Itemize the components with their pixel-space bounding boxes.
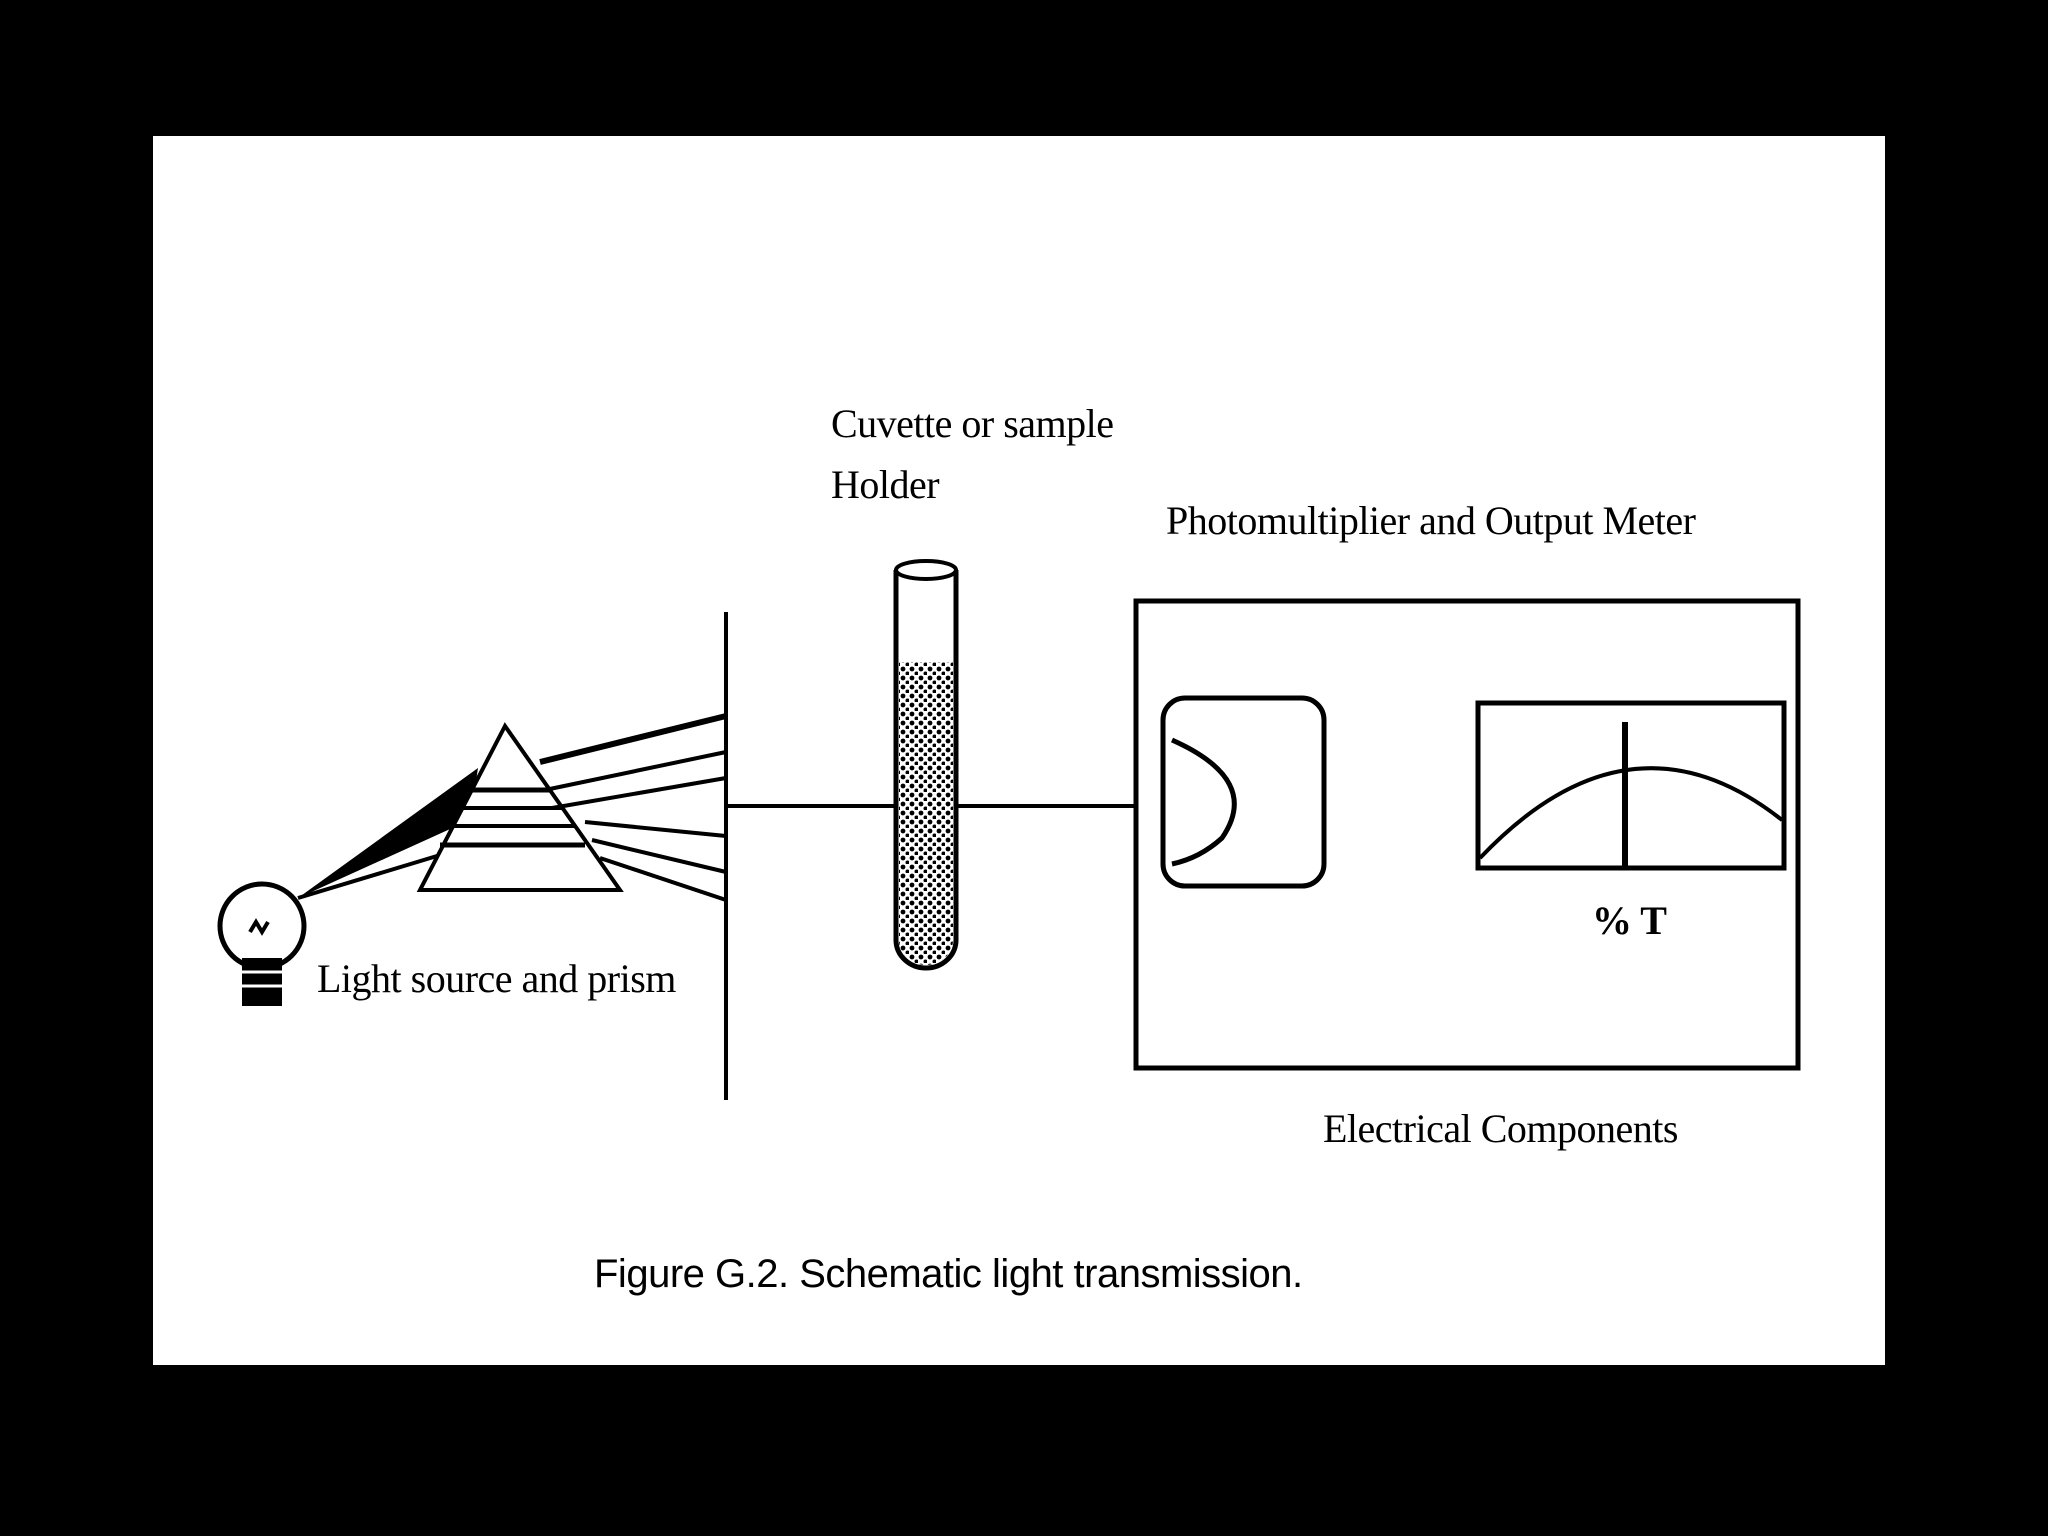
electrical-components-label: Electrical Components <box>1323 1106 1678 1151</box>
test-tube-icon <box>893 559 959 971</box>
dispersed-light-rays <box>539 713 727 902</box>
meter-dial-icon <box>1475 700 1787 871</box>
light-bulb-icon <box>217 881 307 1006</box>
photomultiplier-label: Photomultiplier and Output Meter <box>1166 498 1696 543</box>
light-source-label: Light source and prism <box>317 956 676 1001</box>
cuvette-label-line1: Cuvette or sample <box>831 401 1114 446</box>
photomultiplier-icon <box>1160 695 1327 889</box>
cuvette-label-line2: Holder <box>831 462 940 507</box>
figure-caption: Figure G.2. Schematic light transmission… <box>594 1252 1303 1296</box>
meter-unit-label: % T <box>1592 898 1667 943</box>
